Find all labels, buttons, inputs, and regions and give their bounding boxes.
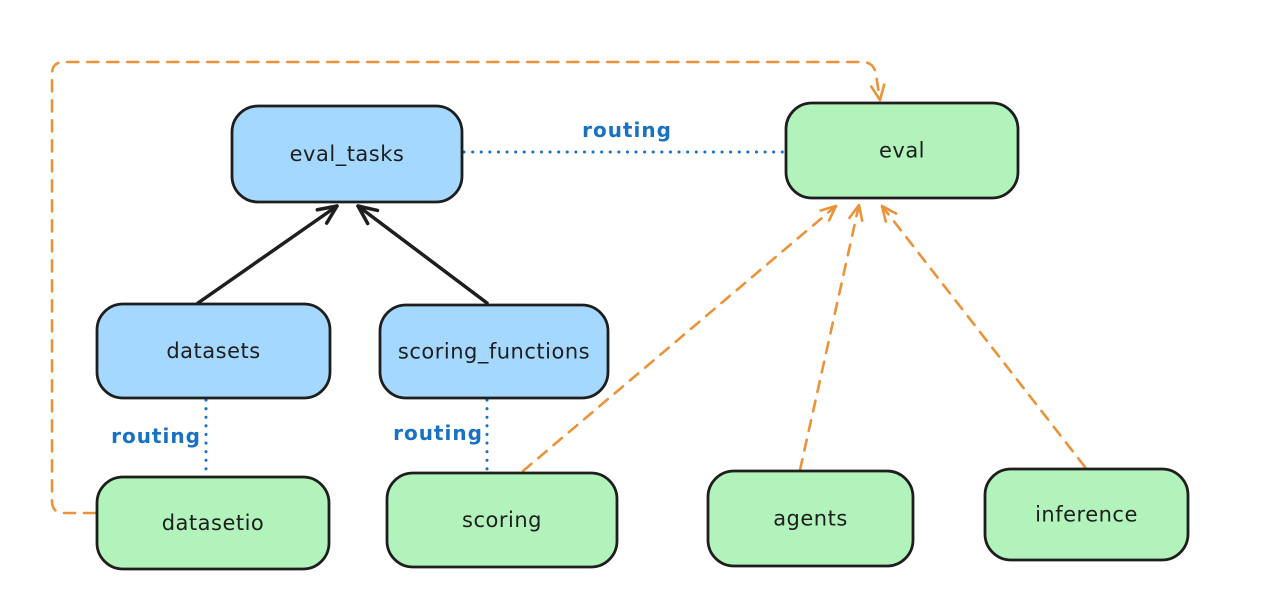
edge-datasets-to-eval_tasks [196,204,339,305]
node-scoring: scoring [385,471,619,569]
edge-scoring_functions-to-scoring-routing: routing [393,398,489,472]
edge-inference-to-eval [880,204,1087,469]
node-scoring_functions: scoring_functions [378,303,610,400]
edge-line-datasets-to-eval_tasks [196,204,339,305]
node-box-inference [983,467,1190,562]
edge-label-scoring_functions-to-scoring-routing: routing [393,421,483,445]
node-datasetio: datasetio [95,475,331,571]
arrowhead-scoring-to-eval [819,204,838,222]
arrowhead-scoring_functions-to-eval_tasks [356,204,380,226]
arrowhead-inference-to-eval [880,204,898,223]
edge-datasetio-to-eval-loop [50,60,886,515]
edge-scoring-to-eval [521,204,838,473]
node-label-eval_tasks: eval_tasks [290,142,405,167]
node-label-scoring: scoring [462,508,542,532]
node-box-scoring [385,471,619,569]
node-box-eval_tasks [230,104,464,204]
edge-line-scoring-to-eval [521,204,838,473]
node-label-datasetio: datasetio [162,511,265,535]
node-label-scoring_functions: scoring_functions [398,340,590,365]
node-box-agents [706,469,915,568]
arrowhead-agents-to-eval [848,203,864,222]
node-inference: inference [983,467,1190,562]
node-label-eval: eval [879,139,925,163]
node-agents: agents [706,469,915,568]
node-box-eval [784,101,1020,200]
node-box-datasetio [95,475,331,571]
edge-scoring_functions-to-eval_tasks [356,204,489,305]
edge-line-agents-to-eval [798,203,861,472]
edge-line-datasetio-to-eval-loop [50,60,882,515]
node-label-agents: agents [773,507,848,531]
node-datasets: datasets [95,302,332,400]
edge-agents-to-eval [798,203,864,472]
node-box-datasets [95,302,332,400]
node-eval: eval [784,101,1020,200]
edge-datasets-to-datasetio-routing: routing [111,398,208,477]
edge-line-scoring_functions-to-eval_tasks [356,204,489,305]
edge-line-inference-to-eval [880,204,1087,469]
node-box-scoring_functions [378,303,610,400]
node-eval_tasks: eval_tasks [230,104,464,204]
node-label-inference: inference [1035,503,1138,527]
node-label-datasets: datasets [166,339,260,363]
edge-label-datasets-to-datasetio-routing: routing [111,424,201,448]
arrowhead-datasetio-to-eval-loop [869,83,886,102]
edge-label-eval_tasks-to-eval-routing: routing [582,118,672,142]
edge-eval_tasks-to-eval-routing: routing [462,118,786,154]
arrowhead-datasets-to-eval_tasks [315,204,339,225]
